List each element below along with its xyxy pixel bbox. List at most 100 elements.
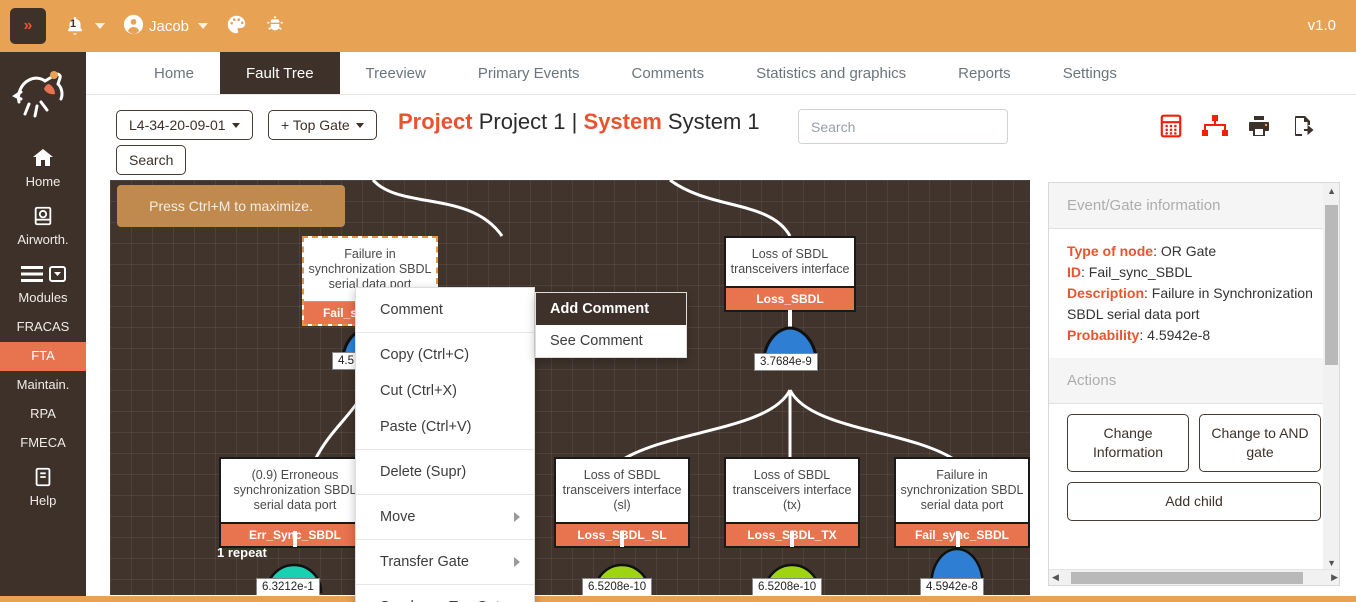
tab-comments[interactable]: Comments bbox=[631, 64, 705, 82]
ctx-item-label: Copy (Ctrl+C) bbox=[380, 347, 470, 363]
bug-report-button[interactable] bbox=[265, 14, 285, 38]
tree-node-loss-sbdl[interactable]: Loss of SBDL transceivers interface Loss… bbox=[724, 236, 856, 312]
node-title: Loss of SBDL transceivers interface (tx) bbox=[732, 468, 852, 512]
vertical-scroll-thumb[interactable] bbox=[1325, 205, 1338, 365]
node-title: Failure in synchronization SBDL serial d… bbox=[900, 468, 1024, 512]
search-button[interactable]: Search bbox=[116, 145, 187, 175]
info-row-probability: Probability: 4.5942e-8 bbox=[1067, 325, 1321, 346]
tab-home[interactable]: Home bbox=[154, 64, 195, 82]
tree-node-fail-sync-sbdl-copy[interactable]: Failure in synchronization SBDL serial d… bbox=[894, 457, 1030, 548]
info-label: Type of node bbox=[1067, 243, 1154, 259]
gate-probability-label: 4.5942e-8 bbox=[920, 578, 984, 595]
export-button[interactable] bbox=[1286, 111, 1320, 143]
system-label: System bbox=[583, 109, 662, 134]
document-selector-dropdown[interactable]: L4-34-20-09-01 bbox=[116, 110, 253, 140]
tab-reports[interactable]: Reports bbox=[958, 64, 1011, 82]
event-probability-label: 6.3212e-1 bbox=[256, 578, 320, 595]
scroll-down-icon[interactable]: ▼ bbox=[1327, 558, 1336, 568]
bell-icon: 1 bbox=[64, 14, 86, 38]
ctx-send-as-top-gate[interactable]: Send as a Top Gate bbox=[356, 589, 534, 602]
tab-statistics[interactable]: Statistics and graphics bbox=[756, 64, 907, 82]
add-child-button[interactable]: Add child bbox=[1067, 482, 1321, 521]
info-value: 4.5942e-8 bbox=[1147, 327, 1211, 343]
add-top-gate-label: + Top Gate bbox=[281, 117, 350, 133]
sidebar-item-maintainability[interactable]: Maintain. bbox=[0, 371, 86, 400]
scroll-right-icon[interactable]: ▶ bbox=[1331, 572, 1338, 582]
tab-settings[interactable]: Settings bbox=[1062, 64, 1117, 82]
ctx-paste[interactable]: Paste (Ctrl+V) bbox=[356, 409, 534, 445]
info-value: Fail_sync_SBDL bbox=[1088, 264, 1193, 280]
submenu-add-comment[interactable]: Add Comment bbox=[536, 293, 686, 325]
node-stem bbox=[790, 531, 794, 547]
ctx-move[interactable]: Move bbox=[356, 499, 534, 535]
calculate-button[interactable] bbox=[1154, 111, 1188, 143]
tab-primary-events[interactable]: Primary Events bbox=[477, 64, 580, 82]
node-stem bbox=[956, 531, 960, 547]
comment-submenu[interactable]: Add Comment See Comment bbox=[535, 292, 687, 358]
sidebar-item-help[interactable]: Help bbox=[0, 458, 86, 516]
calculator-icon bbox=[1158, 113, 1184, 142]
panel-vertical-scrollbar[interactable]: ▲ ▼ bbox=[1323, 183, 1339, 571]
ctx-cut[interactable]: Cut (Ctrl+X) bbox=[356, 373, 534, 409]
ctx-comment[interactable]: Comment bbox=[356, 292, 534, 328]
sidebar-item-fta[interactable]: FTA bbox=[0, 342, 86, 371]
ctx-transfer-gate[interactable]: Transfer Gate bbox=[356, 544, 534, 580]
print-icon bbox=[1246, 114, 1272, 141]
sidebar-item-fmeca[interactable]: FMECA bbox=[0, 429, 86, 458]
scroll-left-icon[interactable]: ◀ bbox=[1052, 572, 1059, 582]
sidebar-item-rpa[interactable]: RPA bbox=[0, 400, 86, 429]
sidebar-item-label: Airworth. bbox=[17, 232, 69, 247]
node-title: Loss of SBDL transceivers interface (sl) bbox=[562, 468, 682, 512]
submenu-see-comment[interactable]: See Comment bbox=[550, 333, 643, 349]
ctx-copy[interactable]: Copy (Ctrl+C) bbox=[356, 337, 534, 373]
event-gate-info-panel: Event/Gate information Type of node: OR … bbox=[1048, 182, 1340, 586]
tab-fault-tree[interactable]: Fault Tree bbox=[220, 52, 340, 94]
app-logo bbox=[11, 62, 75, 123]
top-bar: » 1 Jacob v1.0 bbox=[0, 0, 1356, 52]
chevron-down-icon bbox=[355, 122, 364, 128]
horizontal-scroll-thumb[interactable] bbox=[1071, 572, 1303, 584]
ctx-item-label: Send as a Top Gate bbox=[380, 599, 508, 602]
sidebar-collapse-button[interactable]: » bbox=[10, 8, 46, 44]
sidebar-item-airworthiness[interactable]: Airworth. bbox=[0, 197, 86, 255]
user-icon bbox=[123, 14, 144, 39]
theme-button[interactable] bbox=[226, 14, 247, 39]
node-context-menu[interactable]: Comment Copy (Ctrl+C) Cut (Ctrl+X) Paste… bbox=[355, 287, 535, 602]
user-name: Jacob bbox=[149, 17, 190, 35]
sidebar-item-label: RPA bbox=[30, 406, 56, 421]
info-label: Description bbox=[1067, 285, 1145, 301]
print-button[interactable] bbox=[1242, 111, 1276, 143]
node-stem bbox=[620, 531, 624, 547]
info-row-description: Description: Failure in Synchronization … bbox=[1067, 283, 1321, 325]
event-probability-label: 6.5208e-10 bbox=[582, 578, 653, 595]
node-id: Loss_SBDL bbox=[726, 286, 854, 310]
scroll-up-icon[interactable]: ▲ bbox=[1327, 186, 1336, 196]
panel-horizontal-scrollbar[interactable]: ◀ ▶ bbox=[1049, 569, 1339, 585]
chevron-down-icon bbox=[198, 23, 209, 29]
sidebar-item-fracas[interactable]: FRACAS bbox=[0, 313, 86, 342]
menu-divider bbox=[356, 332, 534, 333]
sidebar-item-home[interactable]: Home bbox=[0, 139, 86, 197]
ctx-delete[interactable]: Delete (Supr) bbox=[356, 454, 534, 490]
change-information-button[interactable]: Change Information bbox=[1067, 414, 1189, 472]
fault-tree-canvas[interactable]: Press Ctrl+M to maximize. Failure in syn… bbox=[110, 180, 1030, 595]
left-sidebar: Home Airworth. Modules FRACAS FTA Mainta… bbox=[0, 52, 86, 602]
help-icon bbox=[32, 464, 54, 490]
change-to-and-gate-button[interactable]: Change to AND gate bbox=[1199, 414, 1321, 472]
notifications-button[interactable]: 1 bbox=[64, 14, 105, 38]
node-title: (0.9) Erroneous synchronization SBDL ser… bbox=[233, 468, 357, 512]
ctx-item-label: Comment bbox=[380, 302, 443, 318]
system-name: System 1 bbox=[667, 109, 760, 134]
colon: : bbox=[1139, 327, 1148, 343]
node-stem bbox=[788, 310, 792, 328]
ctx-item-label: Delete (Supr) bbox=[380, 464, 467, 480]
tree-layout-button[interactable] bbox=[1198, 111, 1232, 143]
sidebar-item-label: Maintain. bbox=[16, 377, 70, 392]
tab-treeview[interactable]: Treeview bbox=[365, 64, 426, 82]
search-input[interactable] bbox=[798, 109, 1008, 144]
user-menu[interactable]: Jacob bbox=[123, 14, 209, 39]
add-top-gate-dropdown[interactable]: + Top Gate bbox=[268, 110, 377, 140]
chevron-right-icon bbox=[514, 557, 520, 567]
tree-node-loss-sbdl-tx[interactable]: Loss of SBDL transceivers interface (tx)… bbox=[724, 457, 860, 548]
sidebar-item-modules[interactable]: Modules bbox=[0, 255, 86, 313]
